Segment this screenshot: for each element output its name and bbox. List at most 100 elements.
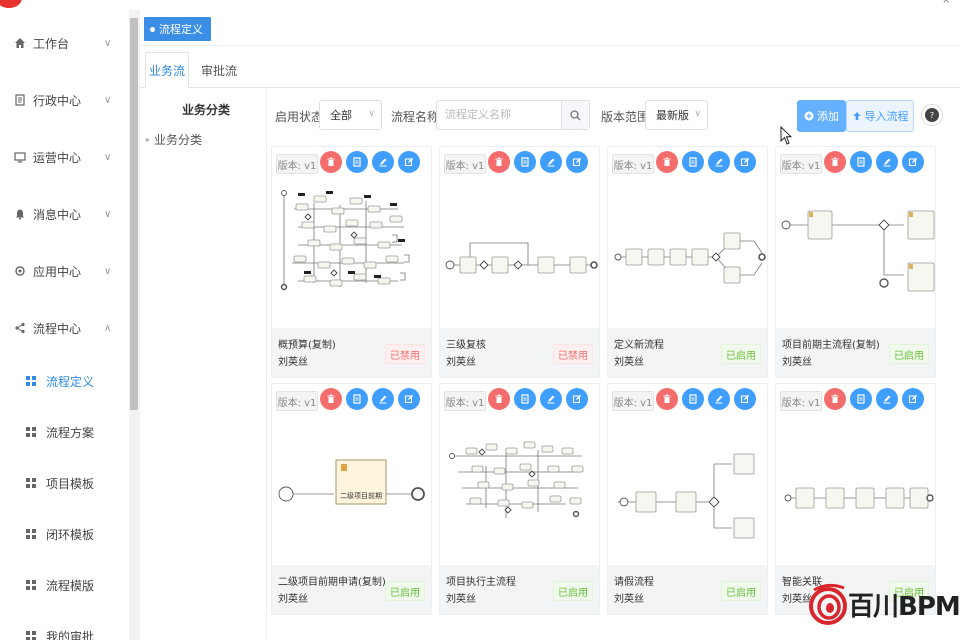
task-node [477, 481, 490, 489]
sidebar-item-process-center[interactable]: 流程中心 ∧ [0, 313, 128, 343]
sidebar-subitem-closed-loop-template[interactable]: 闭环模板 [0, 519, 128, 549]
caret-right-icon[interactable]: ▸ [146, 135, 151, 144]
detail-button[interactable] [346, 388, 368, 410]
detail-button[interactable] [514, 151, 536, 173]
sidebar-subitem-process-definition[interactable]: 流程定义 [0, 366, 128, 396]
design-button[interactable] [540, 151, 562, 173]
sidebar-item-admin[interactable]: 行政中心 ∨ [0, 85, 128, 115]
sidebar-subitem-process-scheme[interactable]: 流程方案 [0, 417, 128, 447]
edit-button[interactable] [398, 151, 420, 173]
status-badge[interactable]: 已启用 [889, 581, 929, 601]
task-node [389, 215, 403, 223]
sidebar-subitem-my-approvals[interactable]: 我的审批 [0, 621, 128, 640]
status-badge[interactable]: 已禁用 [385, 344, 425, 364]
sidebar-item-label: 应用中心 [33, 264, 82, 279]
marker [374, 275, 381, 278]
grid-icon [26, 376, 36, 386]
edit-button[interactable] [902, 388, 924, 410]
document-icon [13, 93, 27, 107]
sidebar-subitem-process-template[interactable]: 流程模版 [0, 570, 128, 600]
design-button[interactable] [372, 388, 394, 410]
version-select[interactable]: 最新版 ∨ [645, 100, 708, 130]
sidebar-subitem-project-template[interactable]: 项目模板 [0, 468, 128, 498]
sidebar-item-messages[interactable]: 消息中心 ∨ [0, 199, 128, 229]
status-badge[interactable]: 已禁用 [553, 344, 593, 364]
delete-button[interactable] [488, 151, 510, 173]
status-select-value: 全部 [330, 109, 352, 122]
process-name: 概预算(复制) [278, 340, 336, 351]
search-icon [570, 109, 581, 120]
gateway-node [479, 260, 489, 270]
task-node [907, 210, 935, 240]
delete-button[interactable] [320, 151, 342, 173]
status-badge[interactable]: 已启用 [553, 581, 593, 601]
add-button[interactable]: 添加 [797, 100, 846, 132]
delete-button[interactable] [488, 388, 510, 410]
task-node [553, 481, 566, 489]
process-name-search [436, 100, 590, 130]
detail-button[interactable] [514, 388, 536, 410]
edit-button[interactable] [398, 388, 420, 410]
close-icon[interactable]: × [942, 0, 951, 6]
status-badge[interactable]: 已启用 [889, 344, 929, 364]
tag-bar: 流程定义 [140, 10, 960, 46]
design-button[interactable] [876, 151, 898, 173]
delete-button[interactable] [656, 151, 678, 173]
tag-label: 流程定义 [159, 23, 203, 36]
document-icon [520, 157, 530, 167]
sidebar-scrollbar-thumb[interactable] [130, 18, 138, 410]
document-icon [520, 394, 530, 404]
status-badge[interactable]: 已启用 [385, 581, 425, 601]
tag-process-definition[interactable]: 流程定义 [144, 17, 211, 41]
sidebar-item-label: 流程中心 [33, 321, 82, 336]
sidebar-item-operations[interactable]: 运营中心 ∨ [0, 142, 128, 172]
detail-button[interactable] [682, 388, 704, 410]
design-button[interactable] [876, 388, 898, 410]
status-badge[interactable]: 已启用 [721, 344, 761, 364]
status-badge[interactable]: 已启用 [721, 581, 761, 601]
event-node [614, 253, 622, 261]
divider [266, 90, 267, 640]
delete-button[interactable] [320, 388, 342, 410]
edit-button[interactable] [566, 151, 588, 173]
edit-button[interactable] [566, 388, 588, 410]
detail-button[interactable] [682, 151, 704, 173]
edit-button[interactable] [734, 151, 756, 173]
import-process-button[interactable]: 导入流程 [846, 100, 914, 132]
status-select[interactable]: 全部 ∨ [319, 100, 382, 130]
detail-button[interactable] [850, 388, 872, 410]
design-button[interactable] [708, 388, 730, 410]
detail-button[interactable] [346, 151, 368, 173]
edit-button[interactable] [734, 388, 756, 410]
search-button[interactable] [561, 101, 589, 129]
tab-business-flow[interactable]: 业务流 [145, 52, 189, 89]
sidebar-item-apps[interactable]: 应用中心 ∨ [0, 256, 128, 286]
task-node [345, 219, 359, 227]
delete-button[interactable] [656, 388, 678, 410]
task-node [317, 261, 331, 269]
design-button[interactable] [708, 151, 730, 173]
gateway-node [350, 231, 358, 239]
delete-button[interactable] [824, 151, 846, 173]
trash-icon [662, 157, 672, 167]
edit-button[interactable] [902, 151, 924, 173]
sidebar-item-workbench[interactable]: 工作台 ∨ [0, 28, 128, 58]
category-tree-node[interactable]: ▸ 业务分类 [146, 131, 202, 148]
design-button[interactable] [540, 388, 562, 410]
detail-button[interactable] [850, 151, 872, 173]
process-name-input[interactable] [445, 108, 555, 121]
tab-approval-flow[interactable]: 审批流 [200, 63, 237, 78]
task-node [733, 453, 755, 475]
delete-button[interactable] [824, 388, 846, 410]
design-button[interactable] [372, 151, 394, 173]
help-button[interactable]: ? [921, 104, 943, 126]
